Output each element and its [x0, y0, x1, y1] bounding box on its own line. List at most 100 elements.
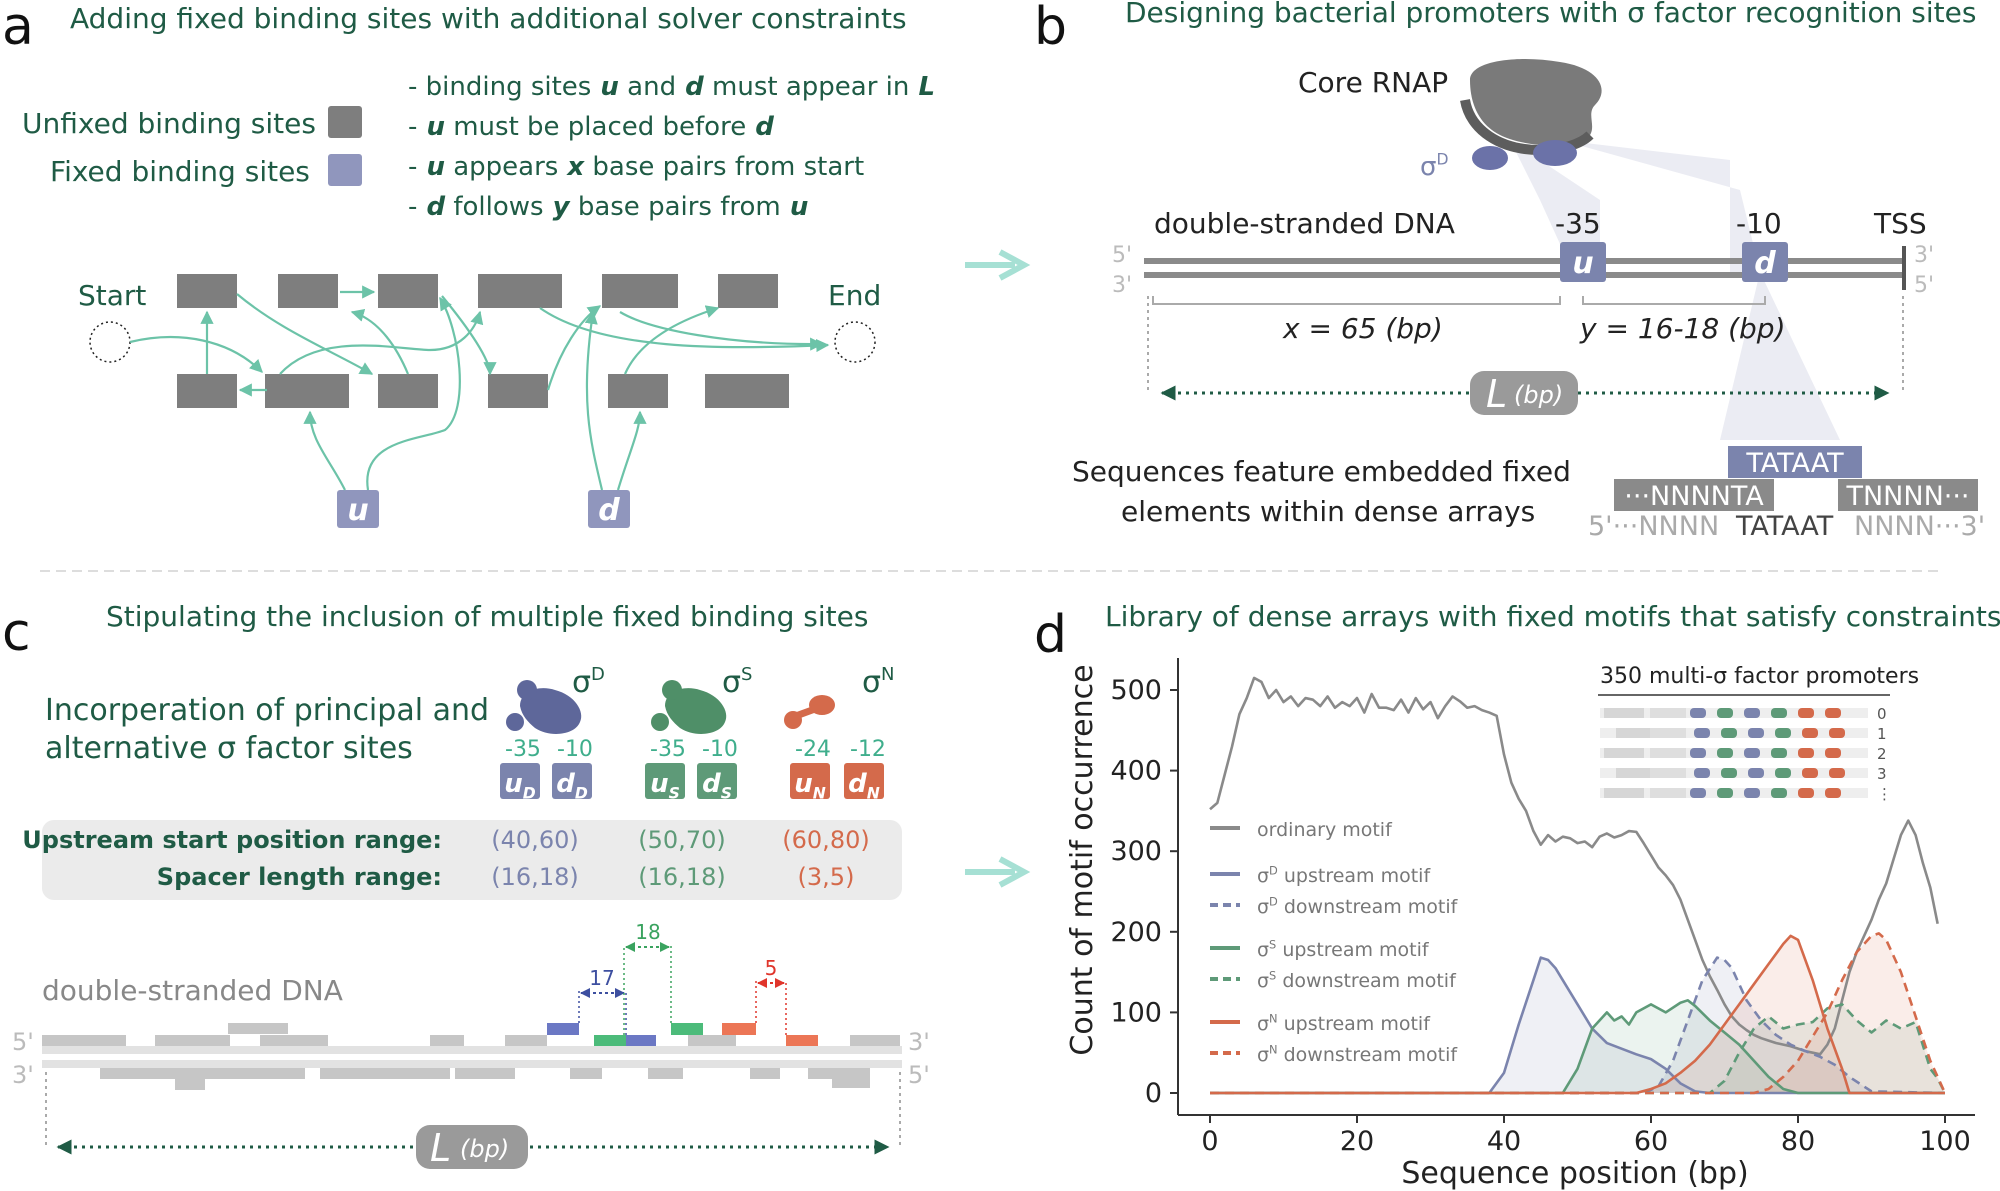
x-tick-label: 40	[1487, 1126, 1521, 1157]
inset-fixed-motif	[1771, 748, 1787, 758]
intro-line-1: Incorperation of principal and	[45, 693, 489, 728]
y-tick-label: 0	[1145, 1078, 1162, 1109]
sigma-n-group: σN -24 -12 uN dN	[784, 664, 894, 803]
site-u-box	[1560, 242, 1606, 282]
legend-entry: σS downstream motif	[1257, 968, 1457, 992]
seq-left-motif: ···NNNNTA	[1624, 481, 1764, 512]
fixed-site-edges	[303, 296, 647, 491]
row2-label: Spacer length range:	[157, 863, 442, 891]
inset-ordinary-motif	[1604, 748, 1644, 758]
inset-fixed-motif	[1802, 728, 1818, 738]
inset-fixed-motif	[1775, 768, 1791, 778]
inset-fixed-motif	[1717, 748, 1733, 758]
series-line	[1210, 956, 1945, 1095]
legend-unfixed-swatch	[328, 106, 362, 138]
constraint-line-1: - binding sites u and d must appear in L	[408, 72, 935, 102]
sigma-s-glyph	[651, 713, 669, 731]
series-line	[1210, 1003, 1947, 1095]
x-bracket	[1152, 296, 1561, 305]
site-dD-label: dD	[556, 769, 588, 803]
constraint-table	[42, 820, 902, 900]
dna-strand-top	[1144, 258, 1906, 264]
series-fill	[1210, 957, 1945, 1093]
inset-fixed-motif	[1694, 768, 1710, 778]
L-badge	[1470, 371, 1578, 415]
series-line	[1210, 956, 1946, 1095]
spacer-17-label: 17	[589, 966, 614, 990]
seq-right-motif: TNNNN···	[1845, 481, 1969, 512]
y-tick-label: 400	[1110, 756, 1162, 787]
c-L-label: L	[430, 1126, 451, 1170]
seq-bottom-mid: TATAAT	[1735, 511, 1834, 542]
c-strand-3prime: 3'	[12, 1061, 34, 1089]
end-node	[834, 321, 876, 363]
seq-left-box	[1614, 479, 1774, 511]
unfixed-motifs	[42, 1023, 900, 1090]
row2-value-s: (16,18)	[638, 863, 725, 891]
graph-node	[608, 374, 668, 408]
inset-fixed-motif	[1829, 768, 1845, 778]
start-node	[89, 321, 131, 363]
inset-track	[1600, 708, 1868, 718]
inset-fixed-motif	[1802, 768, 1818, 778]
inset-track	[1600, 748, 1868, 758]
legend-entry: σN downstream motif	[1257, 1042, 1458, 1066]
site-dS-box	[697, 763, 737, 799]
row1-value-d: (40,60)	[491, 826, 578, 854]
site-d-box	[1742, 242, 1788, 282]
inset-ordinary-motif	[1616, 768, 1656, 778]
site-dS-label: dS	[702, 769, 732, 803]
legend-entry: σN upstream motif	[1257, 1011, 1431, 1035]
seq-bottom-right: NNNN···3'	[1854, 511, 1985, 542]
y-axis-label: Count of motif occurrence	[1065, 664, 1100, 1055]
motif-uD	[547, 1023, 579, 1035]
inset-fixed-motif	[1690, 788, 1706, 798]
fixed-site-d-label: d	[598, 493, 620, 528]
inset-fixed-motif	[1748, 768, 1764, 778]
graph-edges	[129, 285, 830, 397]
inset-ordinary-motif	[1650, 708, 1686, 718]
motif-dS	[594, 1035, 626, 1046]
legend-entry: σD upstream motif	[1257, 863, 1431, 887]
inset-fixed-motif	[1775, 728, 1791, 738]
series-fill	[1210, 1004, 1945, 1093]
site-dD-box	[552, 763, 592, 799]
constraint-line-3: - u appears x base pairs from start	[408, 152, 864, 182]
strand-5prime: 5'	[1112, 243, 1132, 268]
panel-d: d Library of dense arrays with fixed mot…	[1034, 600, 2000, 1191]
inset-row-label: 3	[1877, 765, 1887, 783]
x-axis-label: Sequence position (bp)	[1401, 1156, 1748, 1191]
row1-label: Upstream start position range:	[22, 826, 442, 854]
x-tick-label: 60	[1634, 1126, 1668, 1157]
y-bracket	[1582, 296, 1766, 305]
row2-value-n: (3,5)	[798, 863, 855, 891]
end-label: End	[828, 279, 881, 312]
c-strand-3prime-right: 3'	[908, 1028, 930, 1056]
fixed-site-d	[588, 490, 630, 528]
graph-node	[602, 274, 678, 308]
minus35-label: -35	[1555, 207, 1601, 240]
inset-fixed-motif	[1771, 788, 1787, 798]
sigma-s-glyph	[662, 680, 682, 700]
graph-node	[265, 374, 349, 408]
sigma-n-down-pos: -12	[850, 737, 886, 762]
panel-d-letter: d	[1034, 605, 1067, 665]
L-label: L	[1486, 372, 1507, 416]
site-uN-label: uN	[794, 769, 826, 803]
c-strand-5prime: 5'	[12, 1028, 34, 1056]
flow-arrow-bottom-head	[998, 856, 1031, 888]
inset-row-label: ⋮	[1877, 785, 1892, 803]
site-dN-box	[844, 763, 884, 799]
panel-c-title: Stipulating the inclusion of multiple fi…	[106, 600, 868, 633]
inset-fixed-motif	[1721, 768, 1737, 778]
panel-d-title: Library of dense arrays with fixed motif…	[1105, 600, 2000, 633]
c-L-badge	[416, 1125, 528, 1169]
spacer-18-label: 18	[635, 920, 660, 944]
series-line	[1210, 932, 1947, 1095]
graph-node	[478, 274, 562, 308]
legend-entry: σS upstream motif	[1257, 937, 1430, 961]
legend-entry: σD downstream motif	[1257, 894, 1459, 918]
seq-right-box	[1838, 479, 1978, 511]
